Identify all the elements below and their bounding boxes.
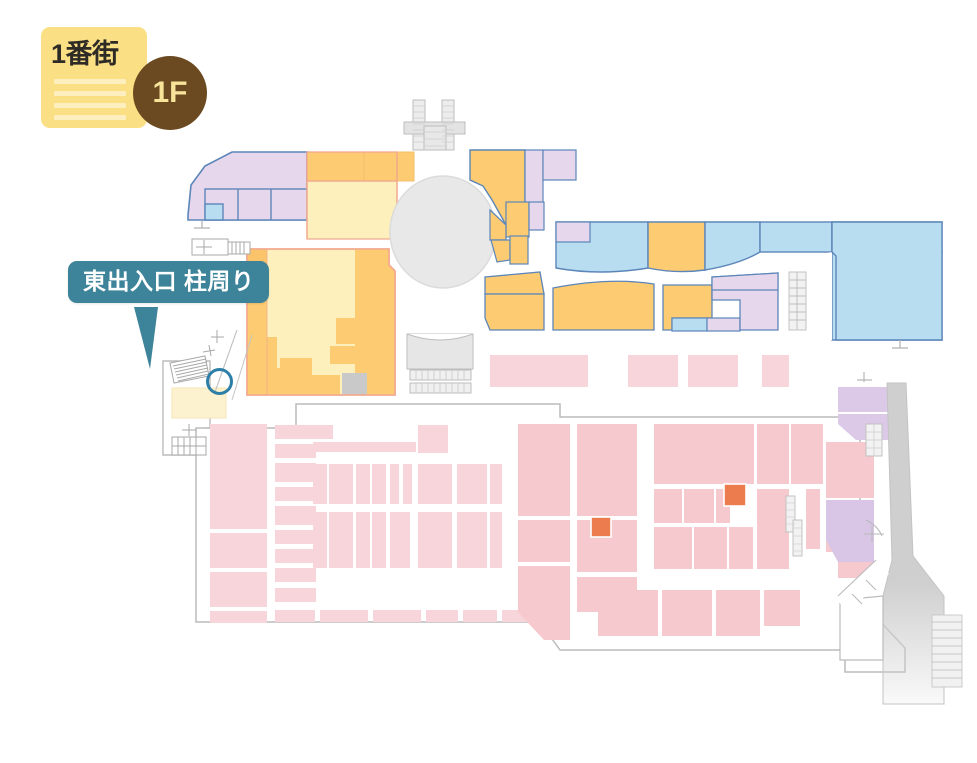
highlight-shop-b bbox=[723, 483, 747, 507]
pink-upper-strip bbox=[490, 355, 789, 387]
badge-line-2 bbox=[54, 91, 126, 96]
highlight-markers bbox=[590, 483, 747, 538]
west-upper-structure bbox=[191, 238, 251, 256]
north-escalator bbox=[403, 99, 466, 151]
east-corridor-shops-lower bbox=[484, 271, 807, 332]
door-symbol-nw bbox=[194, 221, 210, 229]
south-escalator bbox=[406, 333, 474, 394]
market-escalator bbox=[785, 495, 803, 557]
central-atrium bbox=[389, 175, 497, 289]
east-door-symbol-2 bbox=[857, 372, 872, 382]
southeast-stairs bbox=[931, 614, 963, 688]
location-callout-box: 東出入口 柱周り bbox=[68, 261, 270, 303]
south-pink-market-east bbox=[518, 424, 874, 640]
northwest-lavender-block bbox=[187, 151, 308, 229]
southeast-road bbox=[835, 382, 963, 705]
south-pink-market-west bbox=[210, 424, 530, 623]
west-stair-symbol bbox=[169, 355, 210, 384]
west-lower-stair bbox=[171, 424, 207, 456]
floor-indicator-chip: 1F bbox=[133, 56, 207, 130]
west-wall-line-2 bbox=[231, 334, 253, 401]
floor-indicator-label: 1F bbox=[152, 76, 188, 109]
east-lower-escalator bbox=[788, 271, 807, 331]
area-badge-card: 1番街 bbox=[41, 27, 147, 128]
northeast-shops bbox=[469, 149, 577, 265]
east-lavender-blocks bbox=[826, 372, 888, 562]
location-callout: 東出入口 柱周り bbox=[68, 261, 270, 369]
location-callout-label: 東出入口 柱周り bbox=[83, 268, 255, 294]
target-location-marker bbox=[206, 368, 233, 395]
highlight-shop-a bbox=[590, 516, 612, 538]
east-lavender-escalator bbox=[865, 423, 883, 457]
badge-line-1 bbox=[54, 79, 126, 84]
badge-line-3 bbox=[54, 103, 126, 108]
west-door-marks bbox=[202, 330, 224, 357]
northwest-orange-shops bbox=[306, 151, 415, 240]
badge-line-4 bbox=[54, 115, 126, 120]
west-entrance-structures bbox=[169, 238, 253, 456]
callout-pointer-tail bbox=[134, 307, 158, 369]
central-yellow-block bbox=[246, 248, 396, 396]
area-badge-title: 1番街 bbox=[51, 39, 119, 69]
east-corridor-shops-upper bbox=[555, 221, 943, 349]
east-door-symbol bbox=[892, 340, 908, 349]
